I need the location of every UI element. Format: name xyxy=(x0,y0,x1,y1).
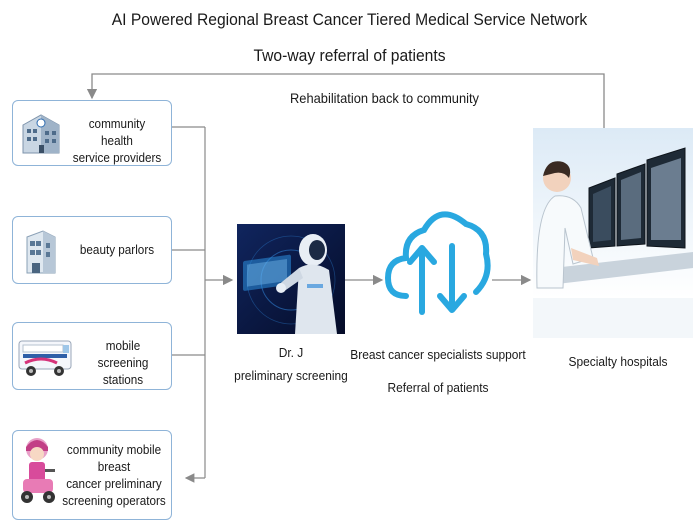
provider-label-1a: community health xyxy=(88,116,146,148)
robot-ai-icon xyxy=(237,224,345,334)
diagram-subtitle: Two-way referral of patients xyxy=(253,46,446,65)
provider-label-4a: community mobile breast xyxy=(66,442,162,474)
building-icon xyxy=(22,114,60,154)
hospital-label: Specialty hospitals xyxy=(568,354,668,369)
node-beauty-parlors: beauty parlors xyxy=(12,216,172,284)
beauty-parlor-icon xyxy=(26,230,56,274)
cloud-label-1: Breast cancer specialists support xyxy=(350,347,526,362)
cloud-label-2: Referral of patients xyxy=(387,380,489,395)
provider-label-4c: screening operators xyxy=(62,493,166,508)
drj-role: preliminary screening xyxy=(234,368,348,383)
node-community-health: community health service providers xyxy=(12,100,172,166)
node-mobile-screening: mobile screening stations xyxy=(12,322,172,390)
feedback-label: Rehabilitation back to community xyxy=(290,90,480,106)
provider-label-3b: stations xyxy=(102,372,144,387)
provider-label-4b: cancer preliminary xyxy=(66,476,162,491)
screening-van-icon xyxy=(18,340,72,376)
provider-label-2: beauty parlors xyxy=(79,242,155,257)
diagram-title: AI Powered Regional Breast Cancer Tiered… xyxy=(111,10,588,29)
operator-scooter-icon xyxy=(21,438,55,503)
cloud-transfer-icon xyxy=(384,211,491,315)
feedback-arrow xyxy=(86,73,605,128)
drj-name: Dr. J xyxy=(278,345,304,360)
provider-label-3a: mobile screening xyxy=(97,338,149,370)
doctor-workstation-icon xyxy=(533,128,693,338)
node-mobile-operators: community mobile breast cancer prelimina… xyxy=(12,430,172,520)
provider-label-1b: service providers xyxy=(72,150,162,165)
